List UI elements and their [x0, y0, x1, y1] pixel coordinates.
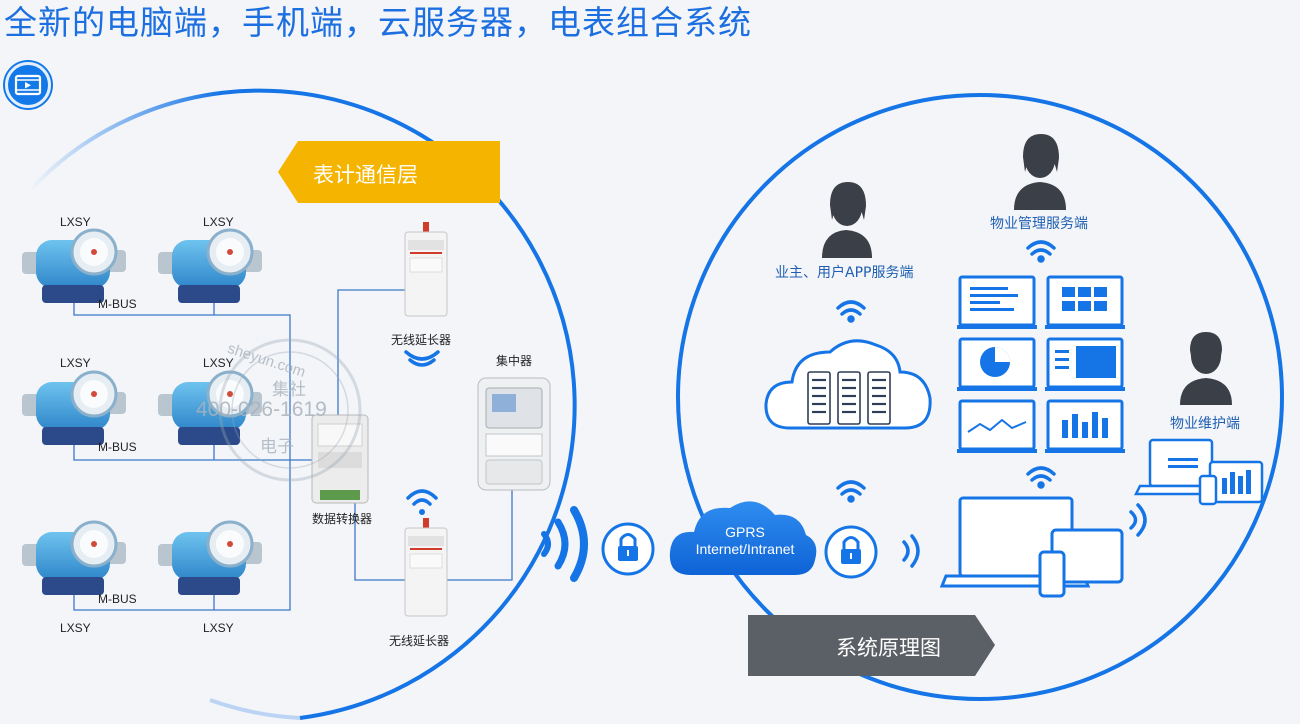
gprs-line: GPRS	[725, 524, 765, 540]
bus-label: M-BUS	[98, 440, 137, 454]
watermark-stamp	[218, 338, 362, 482]
meter-label: LXSY	[203, 621, 234, 635]
owner-user-icon	[822, 182, 872, 258]
line-chart-icon	[967, 418, 1027, 433]
page-title: 全新的电脑端，手机端，云服务器，电表组合系统	[4, 3, 752, 42]
water-meter	[158, 520, 262, 595]
server-cloud	[764, 339, 932, 430]
right-circle	[676, 93, 1284, 701]
comm-layer-title: 表计通信层	[313, 163, 418, 187]
concentrator-device	[477, 377, 551, 491]
meter-label: LXSY	[60, 356, 91, 370]
watermark-line: 400-026-1619	[196, 398, 327, 421]
water-meter	[22, 228, 126, 303]
meter-label: LXSY	[203, 356, 234, 370]
radio-waves-icon	[541, 506, 588, 582]
video-icon	[14, 74, 42, 96]
wireless-repeater-top	[404, 222, 448, 317]
watermark-line: 集社	[272, 380, 306, 400]
concentrator-label: 集中器	[496, 354, 533, 368]
wifi-icon	[404, 350, 440, 367]
wireless-repeater-bottom	[404, 518, 448, 617]
schematic-title: 系统原理图	[836, 636, 941, 660]
water-meter	[22, 520, 126, 595]
phone-icon	[1038, 550, 1066, 598]
meter-label: LXSY	[60, 621, 91, 635]
schematic-banner	[748, 615, 995, 676]
bus-label: M-BUS	[98, 592, 137, 606]
water-meter	[158, 228, 262, 303]
repeater-label-top: 无线延长器	[391, 333, 452, 347]
left-circle-arc	[28, 88, 577, 720]
water-meter	[22, 370, 126, 445]
meter-label: LXSY	[60, 215, 91, 229]
maintenance-devices	[1133, 438, 1264, 506]
water-meters	[22, 228, 262, 595]
watermark-line: 电子	[260, 437, 294, 457]
comm-layer-banner	[278, 141, 500, 203]
internet-line: Internet/Intranet	[695, 541, 795, 557]
video-play-button[interactable]	[5, 62, 51, 108]
converter-label: 数据转换器	[312, 512, 373, 526]
data-converter-device	[311, 414, 369, 504]
property-manager-icon	[1014, 134, 1066, 210]
property-server-label: 物业管理服务端	[990, 216, 1088, 232]
gprs-cloud-text: GPRS Internet/Intranet	[680, 524, 810, 558]
owner-app-label: 业主、用户APP服务端	[775, 265, 914, 281]
lock-icon-right	[824, 525, 878, 579]
water-meter	[158, 370, 262, 445]
bus-label: M-BUS	[98, 297, 137, 311]
wifi-icon	[406, 489, 438, 515]
meter-label: LXSY	[203, 215, 234, 229]
lock-icon-left	[601, 522, 655, 576]
gprs-cloud	[669, 501, 817, 575]
maintenance-user-icon	[1180, 332, 1232, 405]
monitor-contents	[957, 287, 1125, 453]
repeater-label-bottom: 无线延长器	[389, 634, 450, 648]
wifi-icon	[836, 240, 1147, 568]
maintenance-label: 物业维护端	[1170, 416, 1240, 432]
